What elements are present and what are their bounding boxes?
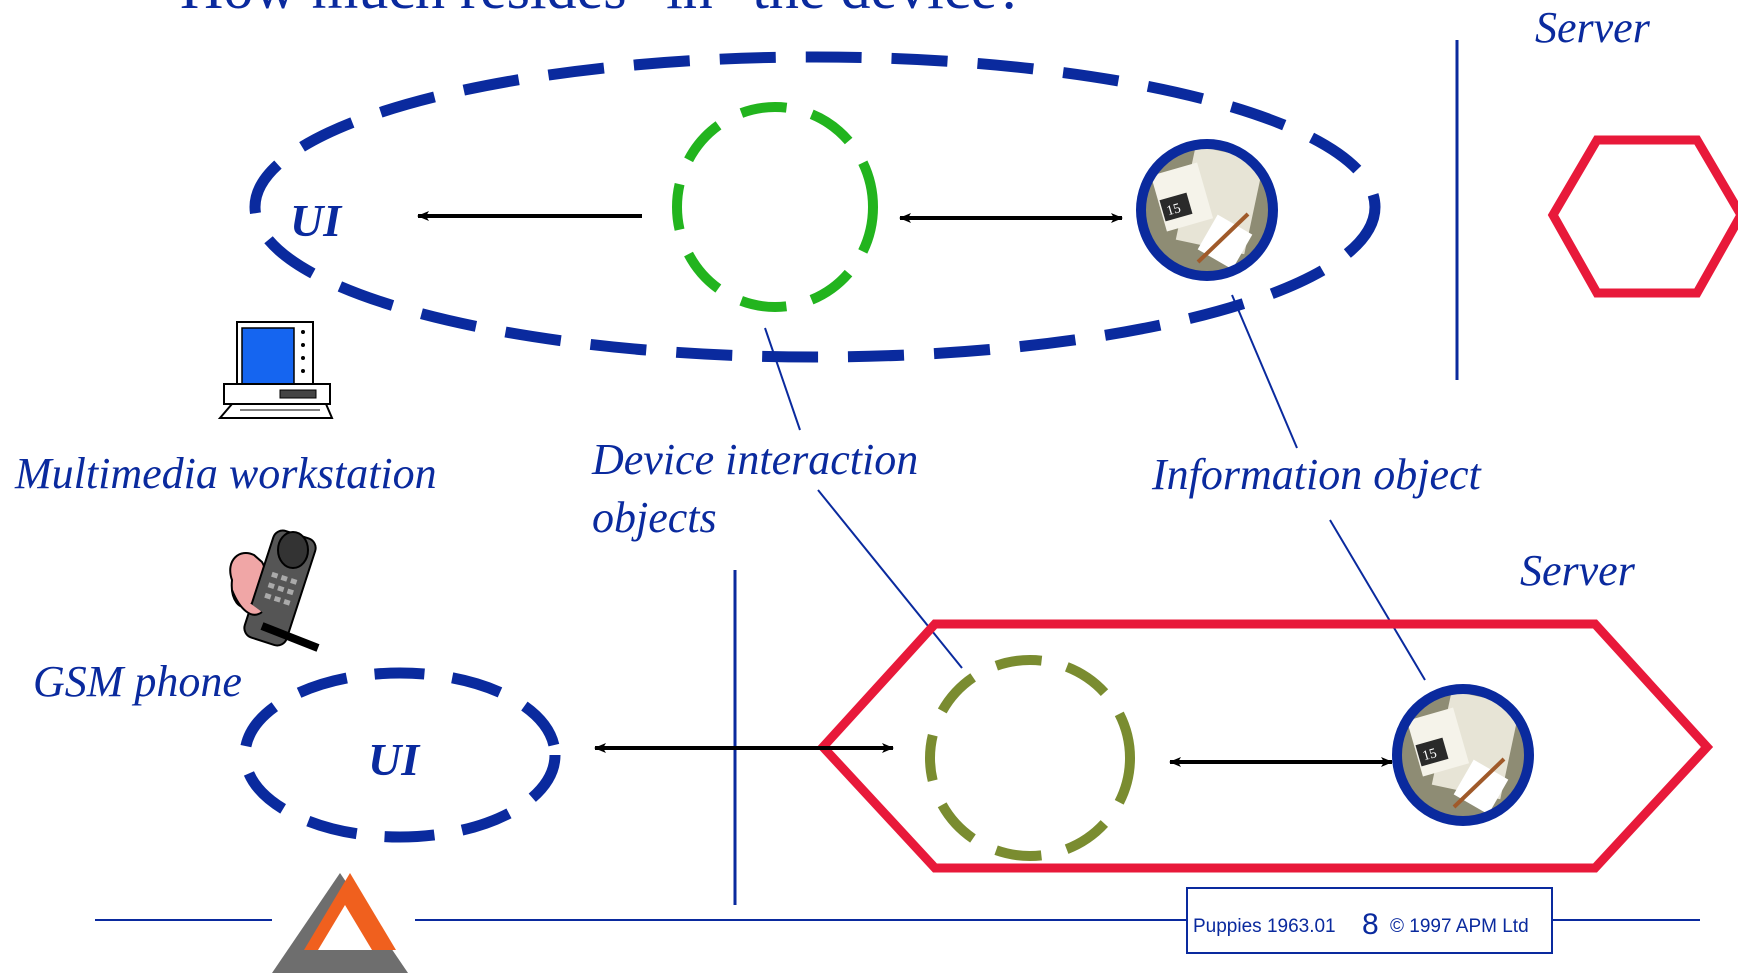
leader-device-bottom [817,489,963,669]
slide-title: How much resides "in" the device? [180,0,1024,21]
documents-icon: 15 [1136,139,1278,281]
svg-text:15: 15 [1165,201,1183,219]
server-hexagon-top [1547,135,1738,298]
gsm-phone-label: GSM phone [33,657,242,706]
ui-label-bottom: UI [368,734,421,785]
device-interaction-label-line2: objects [592,493,717,542]
svg-text:15: 15 [1421,746,1439,764]
multimedia-workstation-label: Multimedia workstation [14,449,437,498]
gsm-device-boundary [239,667,561,843]
ui-label-top: UI [290,195,343,246]
workstation-device-boundary [249,51,1381,363]
device-interaction-object-bottom [925,655,1135,861]
device-interaction-object-top [672,102,878,312]
apm-triangle-logo [272,873,408,973]
footer-page-number: 8 [1362,908,1379,941]
leader-info-top [1231,294,1298,449]
server-hexagon-bottom [816,619,1714,873]
footer-project: Puppies 1963.01 [1193,916,1336,937]
footer-box [1186,887,1553,954]
device-interaction-label-line1: Device interaction [591,435,918,484]
leader-device-top [764,327,801,431]
server-label-bottom: Server [1520,546,1636,595]
information-object-label: Information object [1151,450,1483,499]
documents-icon: 15 [1392,684,1534,826]
computer-icon [217,321,334,419]
gsm-phone-icon [229,529,320,652]
footer-copyright: © 1997 APM Ltd [1390,916,1529,937]
server-label-top: Server [1535,3,1651,52]
leader-info-bottom [1329,519,1426,681]
